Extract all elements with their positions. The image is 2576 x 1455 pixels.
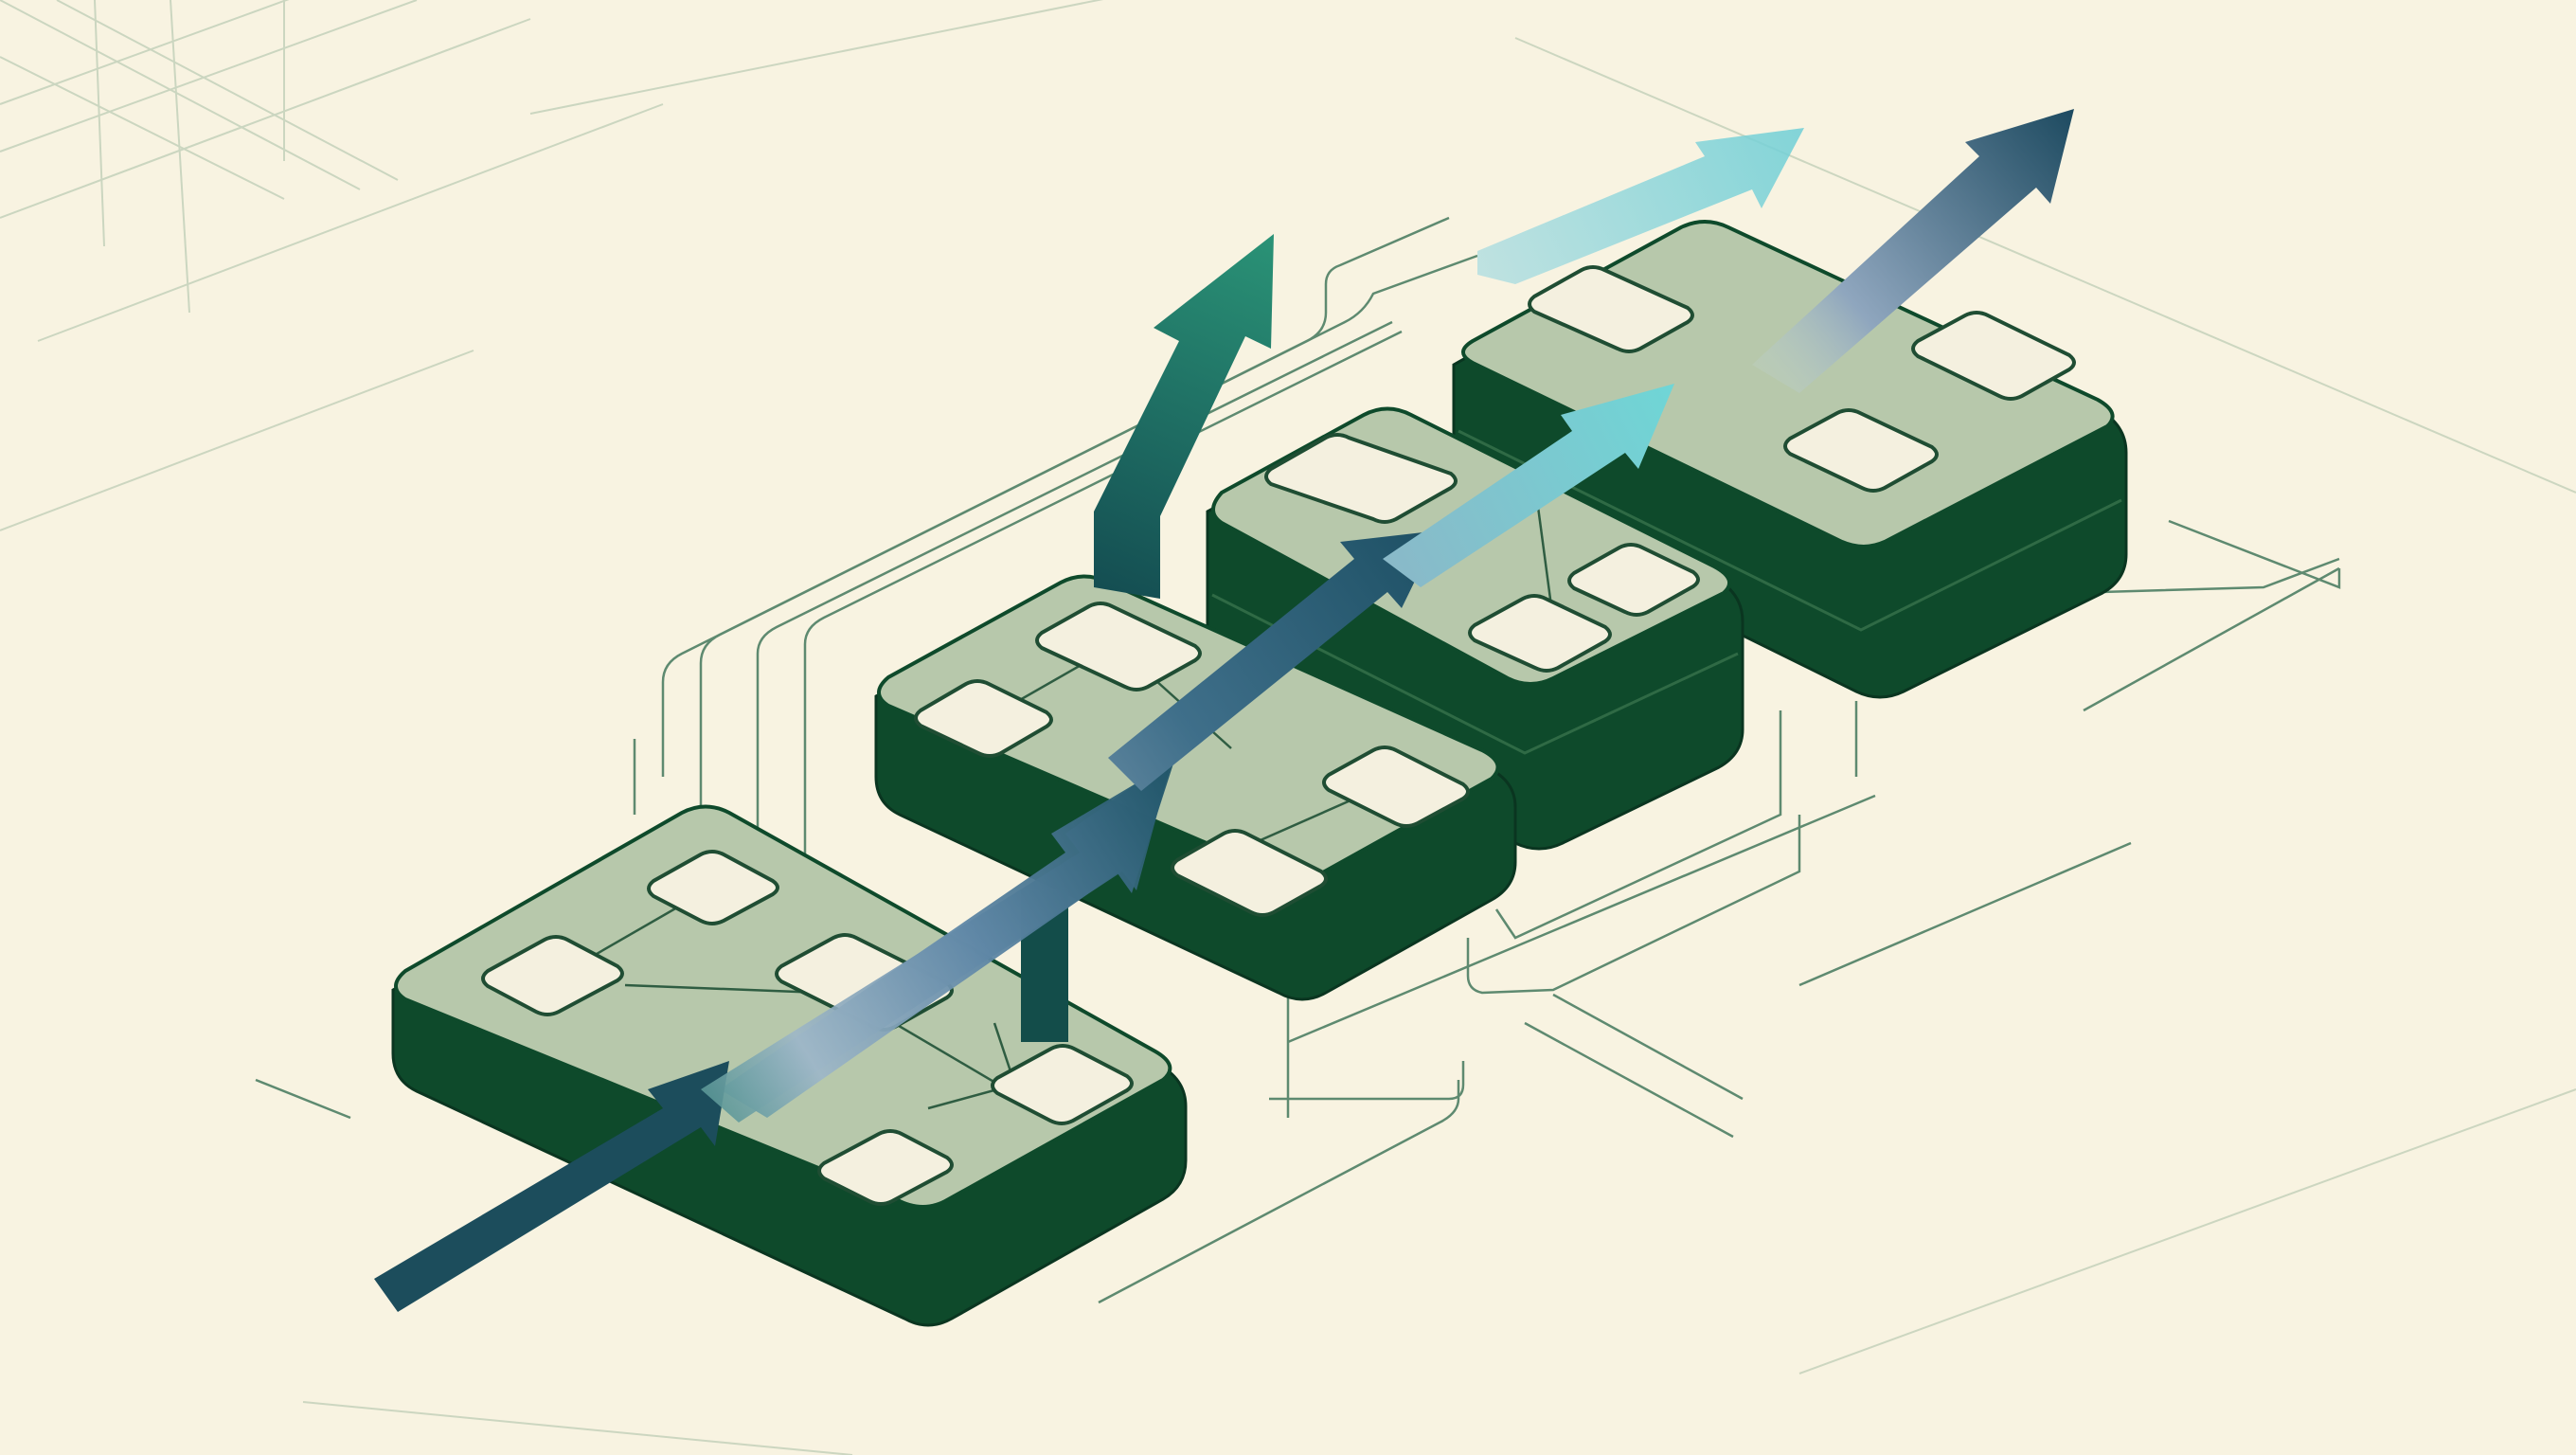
tile	[1783, 408, 1939, 493]
tile	[817, 1129, 954, 1206]
tile	[1528, 265, 1694, 353]
tile	[481, 935, 624, 1016]
light-cyan-arrow	[1383, 384, 1674, 587]
tile	[1035, 602, 1202, 692]
tile	[1171, 829, 1328, 917]
tile	[647, 850, 779, 925]
tile	[1322, 745, 1470, 828]
connector-lines	[255, 216, 2341, 1304]
tile	[991, 1044, 1134, 1125]
arrows	[374, 109, 2074, 1312]
tile	[1468, 594, 1612, 673]
tile	[1567, 543, 1700, 617]
tiles-platform-3	[1264, 433, 1700, 673]
tile	[1264, 433, 1458, 524]
tile	[1911, 311, 2076, 401]
tiles-platform-2	[914, 602, 1470, 917]
tile	[914, 679, 1053, 758]
far-right-arrow	[1752, 109, 2074, 393]
long-growth-arrow	[374, 1061, 729, 1312]
top-left-arrow	[1094, 234, 1274, 599]
tiles-platform-4	[1528, 265, 2076, 493]
